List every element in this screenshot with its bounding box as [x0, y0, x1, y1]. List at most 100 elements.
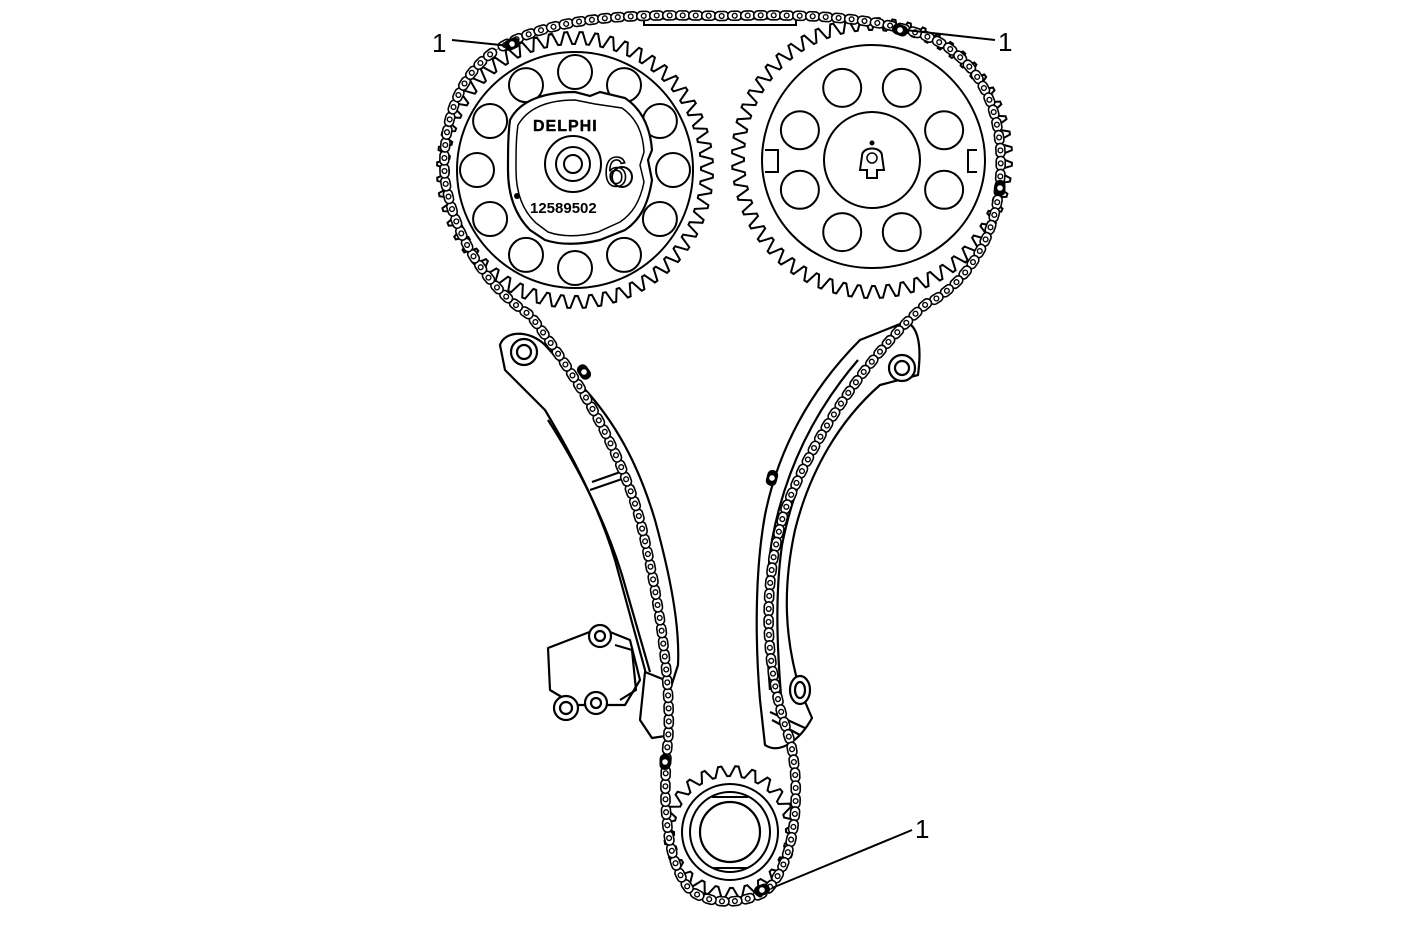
chain-link	[873, 344, 887, 359]
callout-label-right-cam: 1	[998, 27, 1012, 57]
chain-link-pin	[765, 605, 772, 612]
chain-link-pin	[903, 319, 910, 326]
chain-link	[662, 687, 674, 704]
chain-link-pin	[943, 287, 950, 294]
chain-link-pin	[664, 679, 671, 686]
chain-link-pin	[464, 241, 471, 249]
chain-link	[727, 895, 743, 907]
chain-link-pin	[798, 468, 806, 475]
chain-link-pin	[650, 576, 657, 583]
chain-link-pin	[770, 554, 777, 561]
chain-link	[778, 10, 795, 21]
chain-link	[635, 10, 652, 22]
exhaust-cam-hole-2	[924, 110, 965, 151]
chain-link-pin	[861, 17, 868, 25]
chain-link-pin	[664, 822, 671, 829]
chain-link-pin	[868, 358, 875, 365]
guide-pivot-inner	[515, 343, 533, 361]
chain-link-pin	[848, 16, 855, 23]
chain-link	[663, 700, 674, 717]
tensioner-plunger	[614, 643, 638, 701]
chain-link-pin	[933, 295, 940, 302]
chain-link-pin	[662, 796, 669, 803]
chain-link-pin	[679, 12, 686, 19]
chain-link-pin	[672, 860, 679, 867]
chain-link	[551, 346, 565, 362]
exhaust-cam-hole-5	[822, 212, 863, 253]
timing-mark-link-guide-pin	[769, 475, 775, 481]
chain-link-pin	[642, 538, 649, 545]
chain-link-pin	[446, 116, 453, 123]
timing-mark-link-crank	[754, 883, 770, 897]
chain-link-pin	[936, 39, 943, 46]
chain-link-pin	[969, 259, 977, 266]
chain-link-pin	[997, 173, 1004, 180]
chain-link-pin	[744, 12, 751, 19]
chain-link-pin	[555, 350, 562, 357]
chain-link	[584, 14, 600, 26]
chain-link-pin	[876, 348, 884, 355]
chain-link	[995, 155, 1007, 172]
chain-link	[820, 418, 834, 433]
exhaust-cam-sprocket	[731, 17, 1013, 299]
chain-link-pin	[772, 683, 779, 690]
callout-leader-crank	[771, 829, 913, 889]
chain-link-pin	[780, 861, 787, 868]
callout-label-left-cam: 1	[432, 28, 446, 58]
chain-link-pin	[792, 797, 799, 805]
chain-link	[966, 254, 980, 270]
chain-link	[765, 653, 777, 669]
chain-link-pin	[976, 247, 983, 255]
chain-link	[778, 716, 791, 732]
chain-link-pin	[788, 836, 795, 843]
chain-link-pin	[796, 12, 803, 19]
chain-link	[789, 767, 801, 783]
chain-link-pin	[987, 224, 994, 231]
chain-link	[790, 780, 802, 796]
chain-link	[624, 483, 637, 499]
chain-link-pin	[885, 338, 892, 345]
chain-link-pin	[810, 444, 818, 452]
chain-link-pin	[684, 883, 691, 890]
chain-link	[763, 614, 774, 630]
chain-link-pin	[768, 657, 775, 664]
chain-link	[788, 754, 800, 770]
chain-link	[597, 12, 613, 24]
timing-mark-link-crank-left-pin	[662, 759, 668, 765]
chain-link-pin	[784, 849, 791, 856]
chain-link-pin	[477, 264, 484, 271]
chain-link	[958, 265, 973, 280]
chain-link	[628, 495, 642, 512]
tensioner-bolt-right-inner	[589, 696, 603, 710]
chain-link-pin	[665, 718, 672, 725]
timing-mark-link-intake	[504, 37, 520, 51]
chain-link-pin	[835, 14, 842, 22]
chain-link-pin	[996, 134, 1003, 141]
chain-link-pin	[582, 394, 590, 401]
chain-link-pin	[601, 428, 608, 435]
chain-link-pin	[607, 440, 614, 447]
chain-link	[786, 741, 798, 757]
intake-cam-ring	[456, 51, 694, 289]
timing-mark-link-tensioner	[576, 364, 592, 380]
chain-link-pin	[547, 339, 554, 347]
chain-link-pin	[485, 274, 492, 281]
chain-link	[441, 124, 453, 140]
chain-link	[439, 176, 452, 192]
chain-link-pin	[779, 516, 786, 523]
chain-link-pin	[627, 13, 634, 20]
chain-link	[994, 142, 1006, 159]
intake-cam-hole-5	[641, 201, 678, 237]
chain-link-pin	[790, 758, 797, 766]
intake-cam-hole-9	[472, 201, 509, 237]
chain-link	[482, 47, 498, 62]
chain-link	[648, 10, 665, 21]
chain-link-pin	[442, 180, 449, 187]
chain-link-pin	[768, 566, 775, 574]
chain-link	[660, 778, 671, 795]
chain-link-pin	[665, 731, 672, 738]
chain-link-pin	[453, 218, 460, 225]
chain-link	[763, 601, 775, 617]
chain-link-pin	[450, 103, 457, 111]
chain-link-pin	[997, 160, 1004, 167]
